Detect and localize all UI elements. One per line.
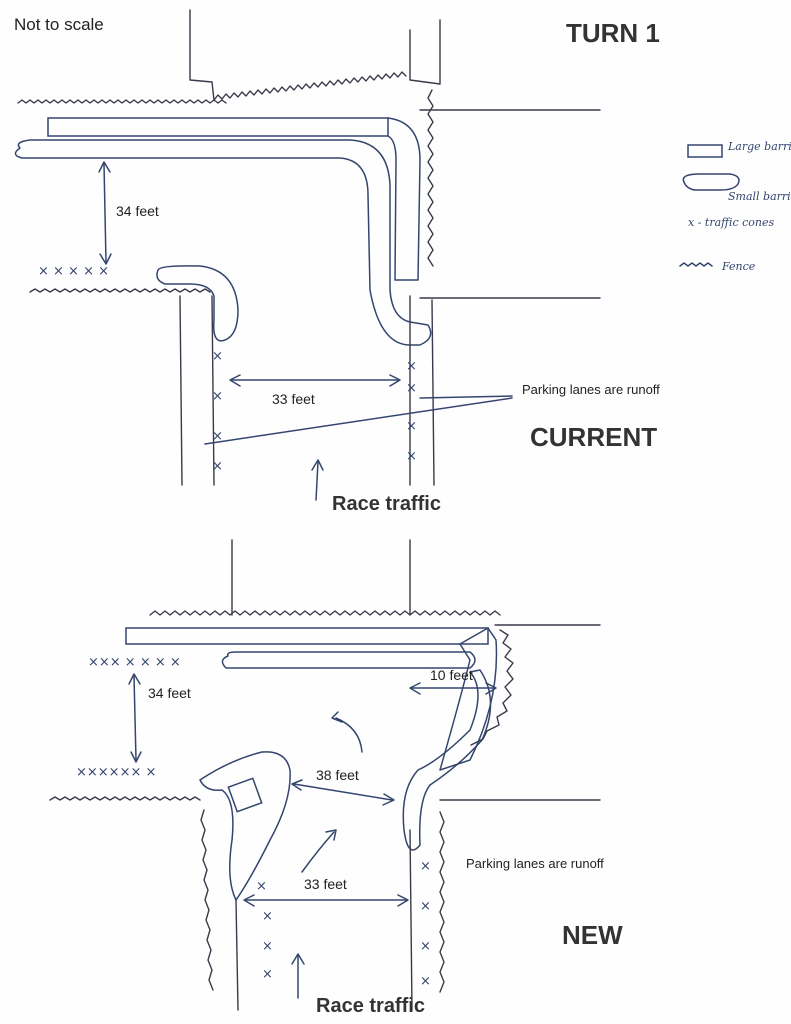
building-wall (189, 9, 215, 101)
dimension-label: 10 feet (430, 667, 473, 683)
dimension-label: 33 feet (304, 876, 347, 892)
traffic-cones: × (406, 359, 417, 374)
dimension-arrow (133, 675, 137, 761)
dimension-label: 34 feet (116, 203, 159, 219)
runoff-note: Parking lanes are runoff (522, 382, 660, 397)
large-barrier (227, 777, 263, 813)
fence-line (29, 288, 211, 293)
traffic-cones: × (262, 939, 273, 954)
legend: Large barrier Small barrier x - traffic … (679, 140, 791, 273)
arrow-head (389, 374, 401, 387)
road-edge (409, 829, 413, 1011)
island-barrier (199, 751, 291, 901)
fence-line (213, 71, 407, 101)
page-title: TURN 1 (566, 18, 660, 48)
traffic-cones: × × × × × (38, 264, 109, 279)
fence-line (200, 809, 214, 991)
turn-arrow (335, 717, 363, 753)
large-barrier (125, 627, 489, 645)
traffic-cones: × (212, 349, 223, 364)
traffic-cones: × (420, 859, 431, 874)
traffic-cones: × (256, 879, 267, 894)
arrow-head (229, 374, 241, 387)
pointer-line (204, 397, 513, 445)
scale-note: Not to scale (14, 15, 104, 34)
arrow-head (409, 682, 421, 695)
legend-fence-icon (679, 262, 713, 267)
new-layout: ××× × × × × ×××××× × × × × × × × × × 34 … (49, 539, 623, 1017)
turn-arrow (301, 831, 335, 873)
traffic-cones: × (406, 381, 417, 396)
fence-line (149, 610, 501, 616)
arrow-head (130, 751, 142, 763)
traffic-cones: × (420, 974, 431, 989)
traffic-cones: × (420, 939, 431, 954)
arrow-head (291, 779, 303, 791)
large-barrier (387, 117, 421, 281)
race-traffic-label: Race traffic (332, 493, 441, 515)
large-barrier (47, 117, 389, 137)
legend-cones: x - traffic cones (688, 216, 774, 229)
arrow-head (331, 711, 343, 723)
arrow-head (311, 459, 324, 471)
traffic-cones: × (406, 419, 417, 434)
arrow-head (485, 682, 497, 695)
traffic-arrow (315, 461, 319, 501)
legend-large-barrier: Large barrier (727, 140, 791, 153)
road-edge (211, 295, 215, 486)
arrow-head (98, 161, 111, 173)
legend-fence: Fence (721, 260, 756, 273)
traffic-cones: ×××××× × (76, 765, 156, 780)
traffic-cones: × (262, 909, 273, 924)
building-wall (409, 19, 441, 85)
legend-large-barrier-icon (687, 144, 723, 158)
arrow-head (128, 673, 141, 685)
arrow-head (291, 953, 305, 965)
small-barrier (221, 651, 476, 669)
road-edge (235, 899, 239, 1011)
section-label-current: CURRENT (530, 422, 657, 452)
fence-line (427, 89, 434, 267)
traffic-cones: × (262, 967, 273, 982)
legend-small-barrier-icon (682, 173, 740, 191)
traffic-cones: × (406, 449, 417, 464)
dimension-label: 38 feet (316, 767, 359, 783)
runoff-note: Parking lanes are runoff (466, 856, 604, 871)
small-barrier (156, 265, 239, 342)
traffic-cones: × (212, 429, 223, 444)
large-barrier (439, 627, 498, 771)
dimension-arrow (103, 163, 107, 263)
small-barrier (14, 139, 432, 346)
road-edge (431, 299, 435, 486)
traffic-cones: × (420, 899, 431, 914)
pointer-line (419, 395, 513, 399)
current-layout: × × × × × × × × × × × × × 34 feet 33 fee… (14, 9, 660, 515)
fence-line (439, 811, 445, 993)
arrow-head (99, 253, 112, 265)
traffic-cones: × (212, 459, 223, 474)
section-label-new: NEW (562, 920, 623, 950)
arrow-head (325, 829, 337, 841)
race-traffic-label: Race traffic (316, 995, 425, 1017)
arrow-head (397, 894, 409, 907)
fence-line (470, 629, 514, 746)
arrow-head (243, 894, 255, 907)
arrow-head (382, 793, 395, 806)
small-barrier (402, 669, 492, 851)
traffic-cones: ××× × × × × (88, 655, 181, 670)
dimension-arrow (293, 783, 393, 801)
dimension-label: 34 feet (148, 685, 191, 701)
fence-line (49, 796, 201, 801)
dimension-label: 33 feet (272, 391, 315, 407)
traffic-cones: × (212, 389, 223, 404)
legend-small-barrier: Small barrier (728, 190, 791, 203)
road-edge (179, 295, 183, 486)
fence-line (17, 99, 227, 104)
